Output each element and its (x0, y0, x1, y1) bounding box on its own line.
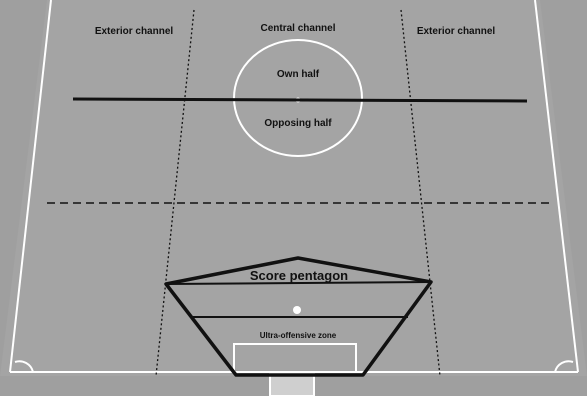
label-ultra-offensive-zone: Ultra-offensive zone (259, 331, 337, 340)
label-score-pentagon: Score pentagon (249, 268, 349, 283)
label-exterior-channel-right: Exterior channel (416, 26, 496, 37)
penalty-spot (293, 306, 301, 314)
left-touchline (9, 0, 52, 373)
halfway-line (72, 97, 528, 103)
label-exterior-channel-left: Exterior channel (94, 26, 174, 37)
goal-area (233, 343, 357, 373)
pitch-surface (0, 0, 587, 376)
goal (269, 373, 315, 396)
pentagon-base-line (165, 281, 432, 285)
centre-circle (233, 39, 363, 157)
label-central-channel: Central channel (260, 23, 336, 34)
channel-divider-left (155, 9, 195, 377)
score-pentagon (164, 256, 433, 377)
corner-arc-left (14, 360, 34, 373)
label-opposing-half: Opposing half (264, 118, 332, 129)
label-own-half: Own half (276, 69, 320, 80)
channel-divider-right (400, 9, 441, 377)
corner-arc-right (554, 360, 574, 373)
right-touchline (534, 0, 579, 373)
